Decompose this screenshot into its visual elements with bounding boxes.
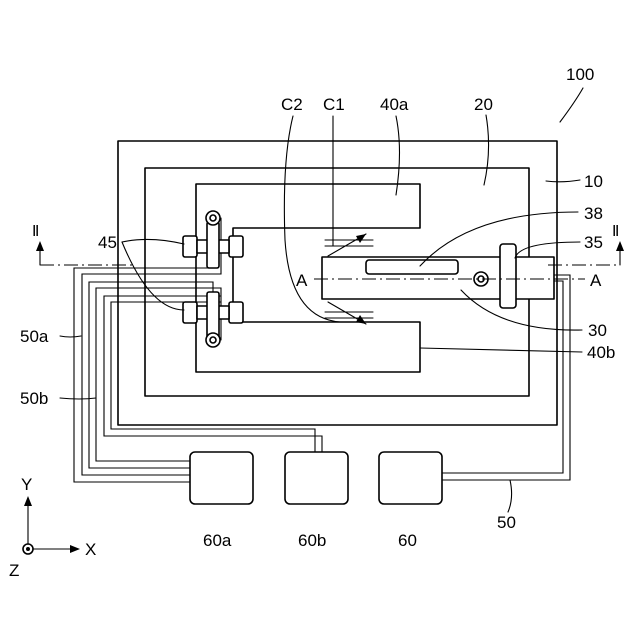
label-40a: 40a <box>380 95 409 114</box>
gap-c1-top-arrowhead <box>356 234 366 243</box>
anchor-lower-left <box>183 302 197 323</box>
label-axis-z: Z <box>9 561 19 580</box>
label-axis-y: Y <box>21 475 32 494</box>
view-arrow-right <box>616 241 624 251</box>
label-50a: 50a <box>20 327 49 346</box>
label-50: 50 <box>497 513 516 532</box>
anchor-upper-left <box>183 236 197 257</box>
axis-z-dot <box>26 547 30 551</box>
anchor-upper-stem <box>207 222 219 268</box>
leader-10 <box>546 180 580 182</box>
label-100: 100 <box>566 65 594 84</box>
leader-50 <box>508 480 512 512</box>
leader-35 <box>515 242 580 258</box>
label-c2: C2 <box>281 95 303 114</box>
pad-60b <box>285 452 348 504</box>
leader-50a <box>60 336 81 337</box>
label-60b: 60b <box>298 531 326 550</box>
leader-40a <box>396 116 400 195</box>
axis-y-arrowhead <box>24 496 32 506</box>
label-c1: C1 <box>323 95 345 114</box>
pad-60 <box>379 452 442 504</box>
label-60: 60 <box>398 531 417 550</box>
leader-20 <box>484 115 489 185</box>
anchor-lower-right <box>229 302 243 323</box>
anchor-upper-right <box>229 236 243 257</box>
label-section-a-left: A <box>296 271 308 290</box>
label-40b: 40b <box>587 343 615 362</box>
label-20: 20 <box>474 95 493 114</box>
label-view-ii-right: Ⅱ <box>612 224 619 240</box>
view-arrow-left <box>36 241 44 251</box>
leader-100 <box>560 88 583 122</box>
anchor-lower-stem <box>207 292 219 338</box>
label-50b: 50b <box>20 389 48 408</box>
leader-50b <box>60 398 96 399</box>
wire-50-trace-inner <box>442 281 563 473</box>
anchor-upper-eye <box>206 211 220 225</box>
anchor-lower-eye <box>206 333 220 347</box>
label-axis-x: X <box>85 540 96 559</box>
label-35: 35 <box>584 233 603 252</box>
label-45: 45 <box>98 233 117 252</box>
label-30: 30 <box>588 321 607 340</box>
axis-x-arrowhead <box>70 545 80 553</box>
pad-60a <box>190 452 253 504</box>
label-view-ii-left: Ⅱ <box>32 224 39 240</box>
label-section-a-right: A <box>590 271 602 290</box>
label-38: 38 <box>584 204 603 223</box>
label-60a: 60a <box>203 531 232 550</box>
pivot-block <box>500 244 516 308</box>
leader-45-lower <box>122 242 184 310</box>
label-10: 10 <box>584 172 603 191</box>
weight-plate <box>366 260 458 274</box>
leader-45-upper <box>122 239 184 244</box>
